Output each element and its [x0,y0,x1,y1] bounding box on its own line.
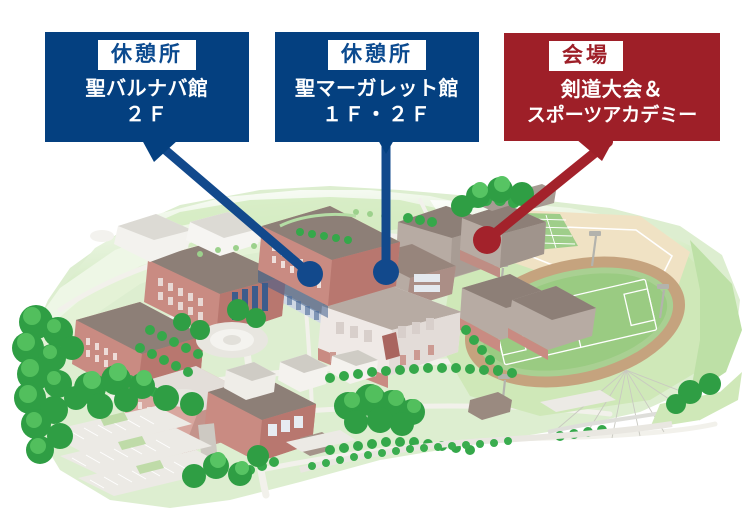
callout-tail-venue [576,139,614,161]
callout-text-st-margaret: 聖マーガレット館 １Ｆ・２Ｆ [295,77,459,128]
callout-line2-st-barnabas: ２Ｆ [125,103,169,126]
callout-line2-venue: スポーツアカデミー [526,104,698,126]
callout-text-venue: 剣道大会＆ スポーツアカデミー [527,78,698,128]
callout-tail-st-barnabas [142,140,178,162]
callout-badge-rest-area-1: 休憩所 [98,40,196,70]
callout-st-margaret[interactable]: 休憩所 聖マーガレット館 １Ｆ・２Ｆ [275,32,479,142]
callout-line1-venue: 剣道大会＆ [560,79,664,101]
callout-badge-venue: 会場 [549,41,623,71]
callout-st-barnabas[interactable]: 休憩所 聖バルナバ館 ２Ｆ [45,32,249,142]
callout-venue[interactable]: 会場 剣道大会＆ スポーツアカデミー [504,33,720,141]
map-bottom-hedge [299,421,673,473]
callout-line2-st-margaret: １Ｆ・２Ｆ [322,103,432,126]
map-parking-lots [44,390,616,496]
callout-text-st-barnabas: 聖バルナバ館 ２Ｆ [86,77,209,128]
callout-line1-st-margaret: 聖マーガレット館 [295,78,459,100]
callout-badge-rest-area-2: 休憩所 [328,40,426,70]
callout-line1-st-barnabas: 聖バルナバ館 [85,78,209,100]
callout-tail-st-margaret [378,140,394,154]
